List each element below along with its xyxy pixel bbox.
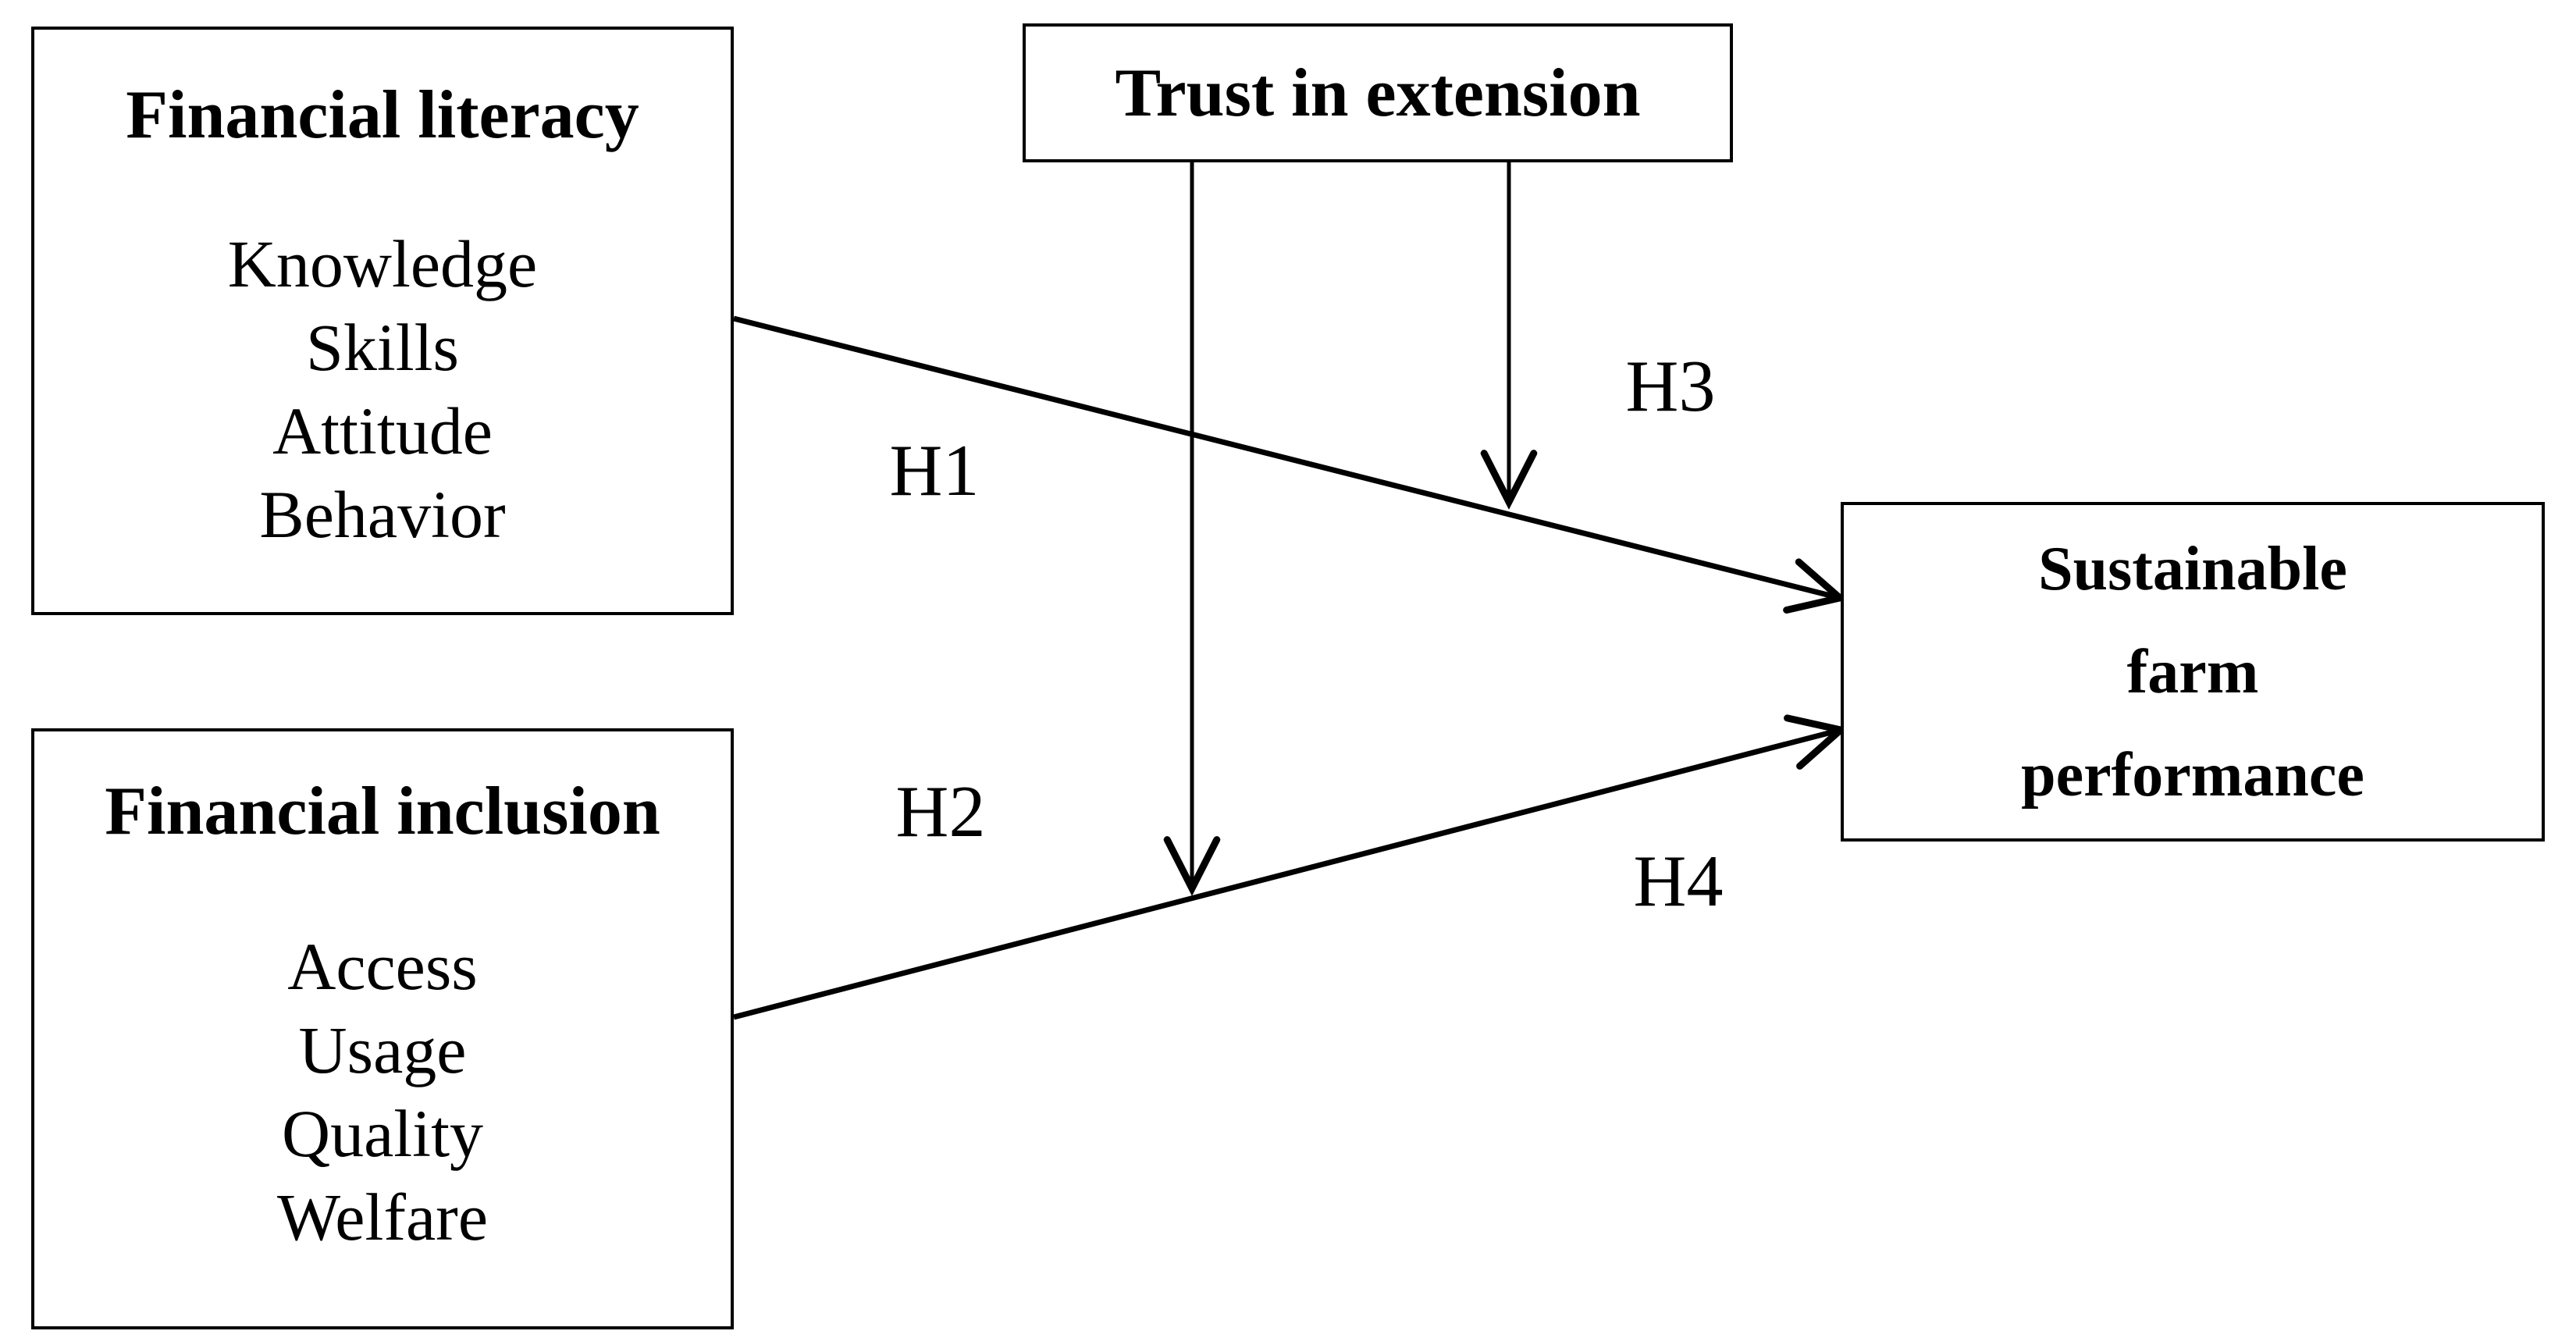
construct-dimension: Skills: [306, 310, 459, 385]
h1-path-arrow: [733, 315, 1848, 614]
trust-in-extension-box: Trust in extension: [1023, 23, 1733, 162]
h4-label: H4: [1633, 841, 1724, 922]
construct-dimension: Welfare: [277, 1180, 488, 1254]
h2-label: H2: [895, 771, 986, 852]
construct-dimension: Quality: [282, 1096, 483, 1171]
construct-dimension: Access: [287, 929, 478, 1004]
construct-dimension: Knowledge: [227, 226, 538, 301]
sfp-title-line-2: farm: [2126, 637, 2259, 706]
trust-in-extension-title: Trust in extension: [1115, 55, 1641, 131]
financial-literacy-title: Financial literacy: [126, 77, 639, 153]
h1-label: H1: [889, 430, 980, 511]
sfp-title-line-1: Sustainable: [2038, 534, 2347, 603]
h3-label: H3: [1625, 346, 1716, 427]
trust-moderation-arrow-right: [1480, 162, 1538, 510]
construct-dimension: Usage: [298, 1012, 467, 1087]
financial-inclusion-title: Financial inclusion: [105, 774, 660, 849]
trust-moderation-arrow-left: [1163, 162, 1221, 896]
construct-dimension: Attitude: [272, 393, 493, 468]
construct-dimension: Behavior: [259, 477, 506, 552]
sustainable-farm-performance-box: Sustainable farm performance: [1841, 502, 2545, 842]
sfp-title-line-3: performance: [2021, 740, 2364, 810]
